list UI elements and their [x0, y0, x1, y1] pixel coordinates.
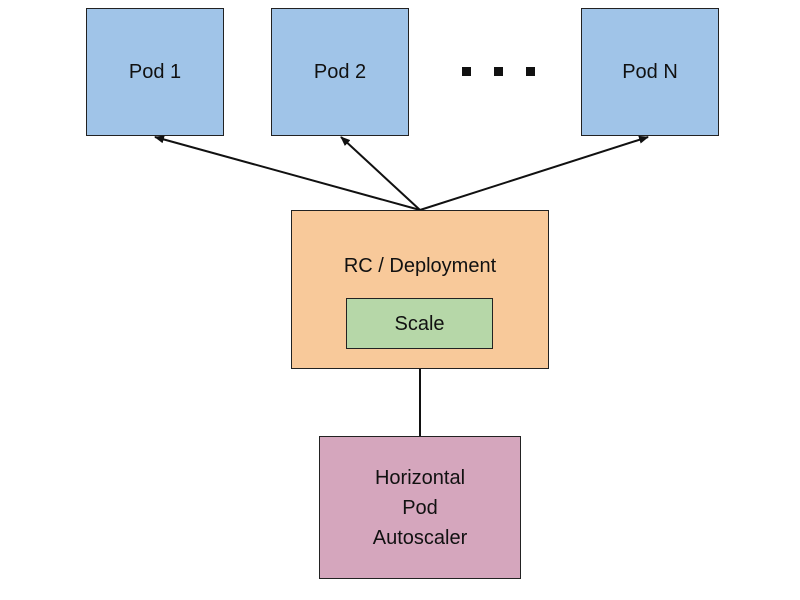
pod-1-label: Pod 1 — [128, 61, 182, 83]
arrow-to-pod-n — [419, 135, 649, 211]
rc-deployment-label: RC / Deployment — [343, 255, 497, 277]
hpa-label-line: Autoscaler — [372, 526, 468, 549]
pod-n-node: Pod N — [581, 8, 719, 136]
pod-1-node: Pod 1 — [86, 8, 224, 136]
scale-node: Scale — [346, 298, 493, 349]
ellipsis-dot — [526, 67, 535, 76]
arrow-to-pod-2 — [340, 136, 421, 211]
hpa-label-line: Horizontal — [374, 466, 466, 489]
horizontal-pod-autoscaler-node: Horizontal Pod Autoscaler — [319, 436, 521, 579]
hpa-label-line: Pod — [402, 496, 438, 519]
pod-n-label: Pod N — [622, 61, 678, 83]
pod-2-label: Pod 2 — [313, 61, 367, 83]
ellipsis-dot — [462, 67, 471, 76]
ellipsis-dot — [494, 67, 503, 76]
scale-label: Scale — [394, 312, 445, 335]
arrow-to-pod-1 — [154, 135, 421, 211]
pod-2-node: Pod 2 — [271, 8, 409, 136]
